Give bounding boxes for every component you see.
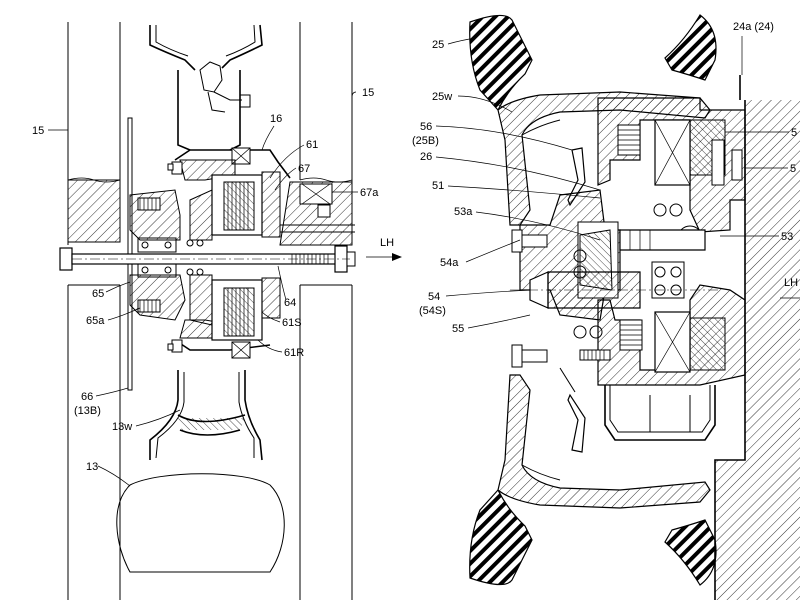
body-24a — [714, 75, 800, 600]
label-66-ref: (13B) — [74, 405, 101, 417]
label-61: 61 — [306, 139, 318, 151]
label-13w: 13w — [112, 421, 132, 433]
lower-gearbox — [604, 385, 716, 441]
label-26: 26 — [420, 151, 432, 163]
label-61s: 61S — [282, 317, 302, 329]
label-56: 56 — [420, 121, 432, 133]
label-5-upper: 5 — [791, 127, 797, 139]
label-15-left: 15 — [32, 125, 44, 137]
label-13: 13 — [86, 461, 98, 473]
label-16: 16 — [270, 113, 282, 125]
label-54-ref: (54S) — [419, 305, 446, 317]
label-25w: 25w — [432, 91, 452, 103]
left-labels: 15 15 16 61 67 67a LH 65 65a 64 61S 61R — [32, 87, 402, 487]
label-24a: 24a (24) — [733, 21, 774, 33]
label-55: 55 — [452, 323, 464, 335]
shaft-54 — [510, 229, 720, 368]
label-61r: 61R — [284, 347, 304, 359]
label-54a: 54a — [440, 257, 459, 269]
arrow-right-icon — [392, 253, 402, 261]
label-67: 67 — [298, 163, 310, 175]
label-66: 66 — [81, 391, 93, 403]
label-53a: 53a — [454, 206, 473, 218]
frame-left-15 — [67, 22, 121, 245]
tire-13 — [116, 473, 285, 573]
left-view: 15 15 16 61 67 67a LH 65 65a 64 61S 61R — [32, 22, 402, 600]
label-65: 65 — [92, 288, 104, 300]
label-64: 64 — [284, 297, 296, 309]
label-56-ref: (25B) — [412, 135, 439, 147]
valve — [199, 61, 251, 113]
label-lh-left: LH — [380, 237, 394, 249]
axle-64 — [59, 245, 356, 273]
motor-housing — [597, 97, 746, 386]
frame-right-15 — [279, 22, 353, 600]
label-65a: 65a — [86, 315, 105, 327]
label-51: 51 — [432, 180, 444, 192]
label-25: 25 — [432, 39, 444, 51]
right-view: 25 24a (24) 25w 56 (25B) 26 51 53a 54a 5… — [412, 14, 800, 600]
hub-assembly — [129, 161, 186, 353]
label-5-lower: 5 — [790, 163, 796, 175]
right-labels: 25 24a (24) 25w 56 (25B) 26 51 53a 54a 5… — [412, 21, 800, 335]
label-54: 54 — [428, 291, 440, 303]
label-67a: 67a — [360, 187, 379, 199]
motor-61 — [189, 171, 281, 341]
bracket-67a — [280, 183, 355, 233]
label-lh-right: LH — [784, 277, 798, 289]
label-53: 53 — [781, 231, 793, 243]
tire-25 — [469, 14, 717, 586]
label-15-right: 15 — [362, 87, 374, 99]
